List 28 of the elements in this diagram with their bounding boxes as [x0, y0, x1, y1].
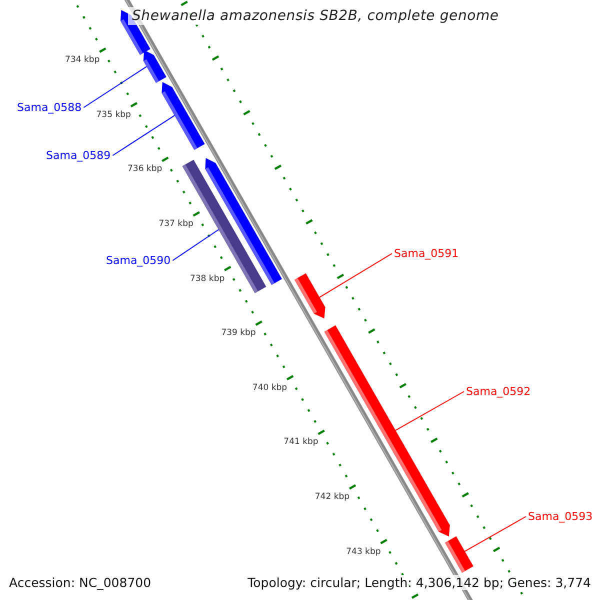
gene-feature: [445, 536, 474, 573]
scale-label: 737 kbp: [158, 218, 194, 229]
accession-text: Accession: NC_008700: [9, 575, 152, 590]
gene-label: Sama_0590: [106, 254, 171, 267]
leader-line: [112, 114, 176, 156]
gene-label: Sama_0592: [466, 385, 531, 398]
gene-feature: [143, 50, 166, 83]
scale-label: 738 kbp: [190, 274, 225, 284]
gene-label: Sama_0593: [528, 510, 593, 523]
leader-line: [319, 253, 392, 298]
genome-summary-text: Topology: circular; Length: 4,306,142 bp; Genes: 3,774: [248, 575, 591, 590]
gene-label: Sama_0589: [46, 149, 111, 162]
leader-line: [464, 516, 526, 552]
scale-label: 736 kbp: [128, 164, 162, 174]
gene-feature: [294, 273, 326, 318]
scale-label: 743 kbp: [346, 546, 381, 557]
leader-line: [172, 229, 220, 261]
gene-feature: [162, 82, 205, 150]
gene-label: Sama_0588: [17, 101, 82, 114]
scale-label: 742 kbp: [314, 492, 350, 502]
leader-line: [83, 66, 148, 108]
scale-label: 734 kbp: [65, 55, 100, 66]
scale-label: 739 kbp: [221, 328, 256, 338]
scale-label: 741 kbp: [284, 437, 318, 448]
leader-line: [395, 391, 464, 431]
gene-label: Sama_0591: [394, 247, 459, 260]
scale-label: 740 kbp: [252, 382, 288, 393]
scale-label: 735 kbp: [96, 110, 131, 120]
